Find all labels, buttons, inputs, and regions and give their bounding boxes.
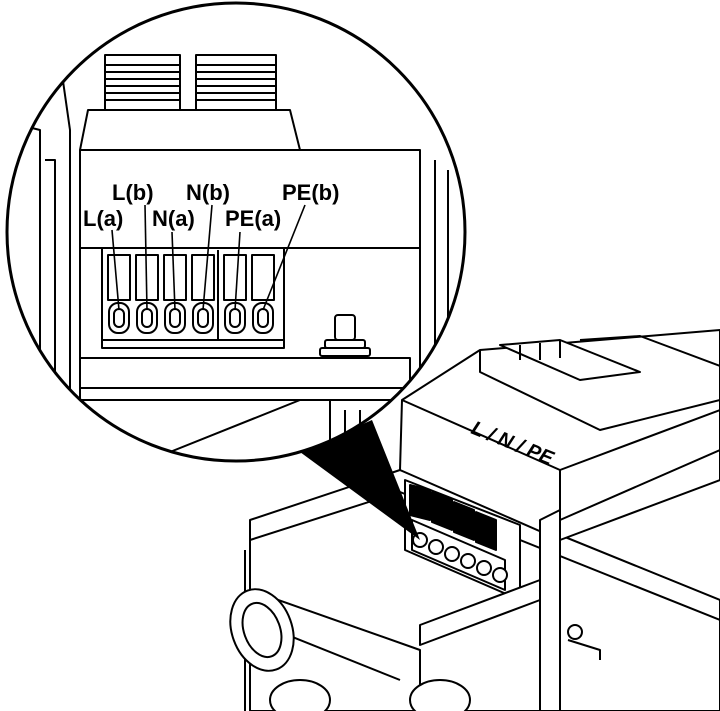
terminal-leader-lines [111,204,306,311]
label-pe-b: PE(b) [282,180,339,205]
device-housing [229,329,720,711]
label-n-b: N(b) [186,180,230,205]
label-n-a: N(a) [152,206,195,231]
label-l-b: L(b) [112,180,154,205]
zoom-circle-outline [5,1,467,463]
label-pe-a: PE(a) [225,206,281,231]
callout-pointer [300,420,420,540]
label-l-a: L(a) [83,206,123,231]
